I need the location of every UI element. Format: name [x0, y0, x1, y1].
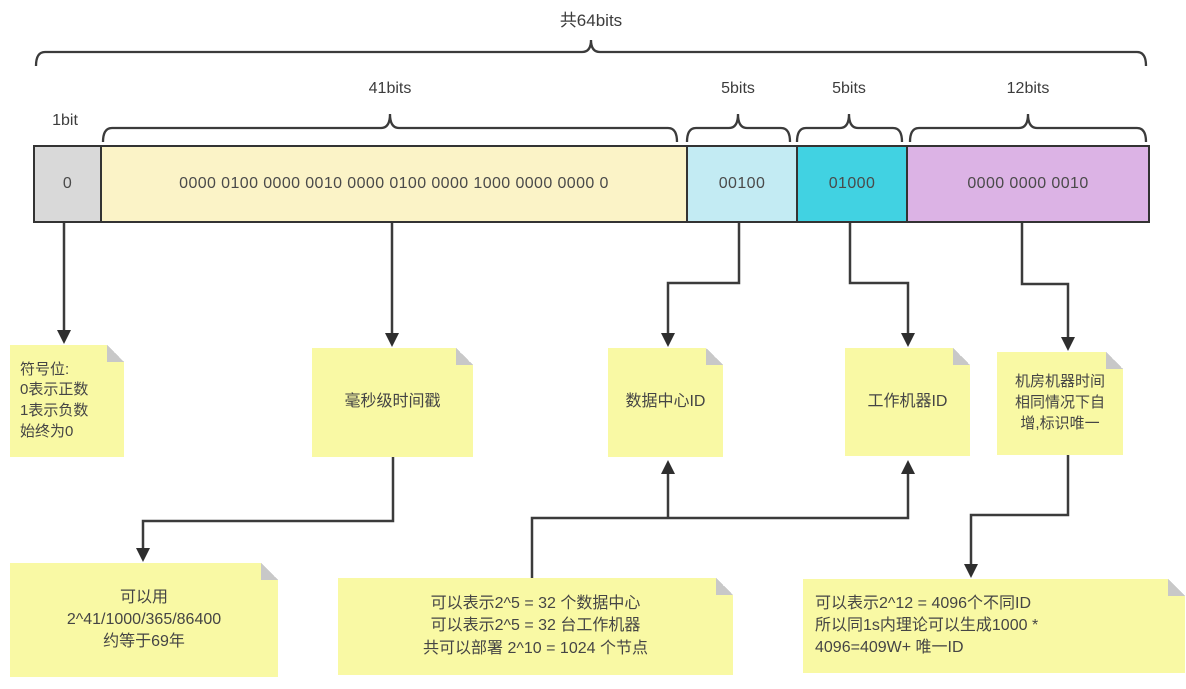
arrow-node-detail-branches	[530, 460, 915, 581]
arrow-sign-to-note	[57, 221, 71, 344]
folded-corner-icon	[716, 578, 733, 595]
note-timestamp-text: 毫秒级时间戳	[344, 393, 441, 411]
arrow-sequence-to-note	[1020, 221, 1075, 351]
note-node-capacity-detail-text: 可以表示2^5 = 32 个数据中心 可以表示2^5 = 32 台工作机器 共可…	[423, 595, 648, 657]
segment-timestamp-bits: 0000 0100 0000 0010 0000 0100 0000 1000 …	[100, 147, 686, 221]
note-sequence-detail: 可以表示2^12 = 4096个不同ID 所以同1s内理论可以生成1000 * …	[803, 579, 1185, 673]
note-sign-bit-text: 符号位: 0表示正数 1表示负数 始终为0	[20, 360, 89, 440]
brace-41bits	[101, 113, 679, 143]
note-timestamp: 毫秒级时间戳	[312, 348, 473, 457]
datacenter-bits-label: 5bits	[721, 80, 755, 97]
brace-5bits-worker	[795, 113, 904, 143]
arrow-timestamp-detail	[136, 457, 395, 562]
folded-corner-icon	[456, 348, 473, 365]
note-sequence-text: 机房机器时间 相同情况下自 增,标识唯一	[1014, 373, 1105, 432]
arrow-timestamp-to-note	[385, 221, 399, 347]
note-datacenter-id: 数据中心ID	[608, 348, 723, 457]
note-node-capacity-detail: 可以表示2^5 = 32 个数据中心 可以表示2^5 = 32 台工作机器 共可…	[338, 578, 733, 675]
note-worker-id-text: 工作机器ID	[867, 392, 948, 410]
folded-corner-icon	[1106, 352, 1123, 369]
segment-sign-bit: 0	[35, 147, 100, 221]
folded-corner-icon	[953, 348, 970, 365]
segment-datacenter-bits: 00100	[686, 147, 796, 221]
sequence-bits-label: 12bits	[1006, 80, 1050, 97]
bit-bar: 0 0000 0100 0000 0010 0000 0100 0000 100…	[33, 145, 1150, 223]
worker-bits-label: 5bits	[832, 80, 866, 97]
arrow-datacenter-to-note	[661, 221, 741, 347]
brace-5bits-datacenter	[685, 113, 792, 143]
folded-corner-icon	[1168, 579, 1185, 596]
arrow-worker-to-note	[848, 221, 915, 347]
note-timestamp-detail: 可以用 2^41/1000/365/86400 约等于69年	[10, 563, 278, 677]
note-sequence: 机房机器时间 相同情况下自 增,标识唯一	[997, 352, 1123, 455]
folded-corner-icon	[706, 348, 723, 365]
folded-corner-icon	[261, 563, 278, 580]
segment-worker-bits: 01000	[796, 147, 906, 221]
total-bits-label: 共64bits	[559, 11, 623, 30]
brace-12bits	[908, 113, 1148, 143]
timestamp-bits-label: 41bits	[368, 80, 412, 97]
sign-bits-label: 1bit	[52, 112, 78, 129]
note-sign-bit: 符号位: 0表示正数 1表示负数 始终为0	[10, 345, 124, 457]
note-datacenter-id-text: 数据中心ID	[625, 393, 706, 411]
note-worker-id: 工作机器ID	[845, 348, 970, 456]
segment-sequence-bits: 0000 0000 0010	[906, 147, 1148, 221]
brace-total-64bits	[34, 39, 1148, 67]
note-sequence-detail-text: 可以表示2^12 = 4096个不同ID 所以同1s内理论可以生成1000 * …	[815, 594, 1039, 657]
folded-corner-icon	[107, 345, 124, 362]
arrow-sequence-detail	[964, 455, 1070, 578]
note-timestamp-detail-text: 可以用 2^41/1000/365/86400 约等于69年	[66, 588, 222, 651]
